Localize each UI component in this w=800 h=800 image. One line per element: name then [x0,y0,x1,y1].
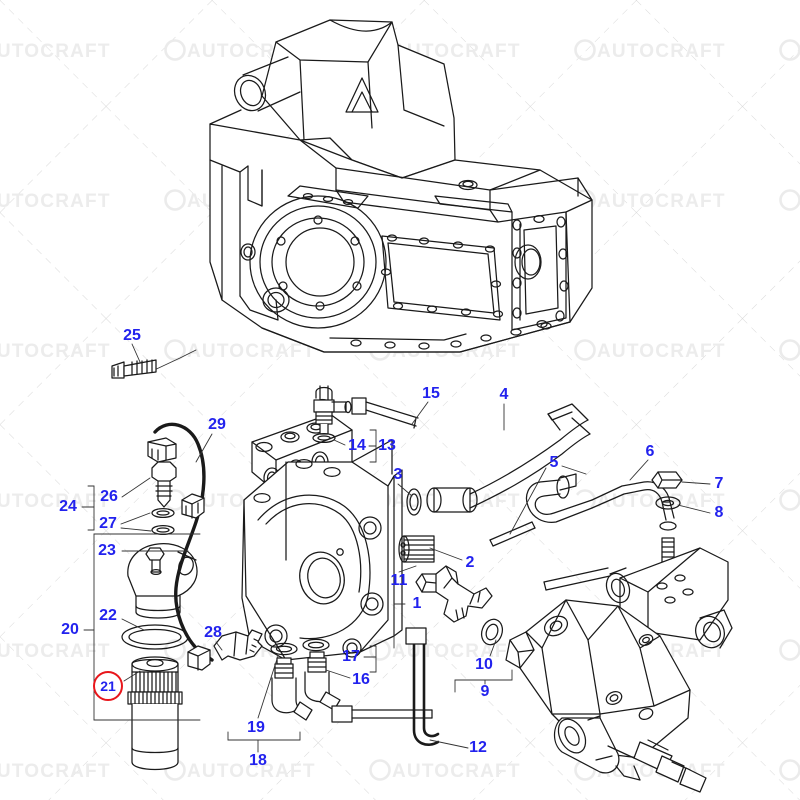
callout-13[interactable]: 13 [378,437,396,454]
callout-29[interactable]: 29 [208,416,226,433]
elbow-fittings [270,638,433,723]
temperature-sender [213,629,263,661]
callout-11[interactable]: 11 [390,572,408,589]
callout-highlighted-21[interactable]: 21 [93,671,123,701]
callout-7[interactable]: 7 [714,475,724,492]
adapter-fitting-stack [398,487,478,593]
callout-6[interactable]: 6 [645,443,655,460]
callout-16[interactable]: 16 [352,671,370,688]
callout-1[interactable]: 1 [412,595,422,612]
callout-28[interactable]: 28 [204,624,222,641]
callout-5[interactable]: 5 [549,454,559,471]
callout-18[interactable]: 18 [249,752,267,769]
callout-17[interactable]: 17 [342,648,360,665]
callout-8[interactable]: 8 [714,504,724,521]
harness-connectors [181,493,211,671]
hydraulic-pump [505,547,733,793]
callout-9[interactable]: 9 [480,683,490,700]
callout-23[interactable]: 23 [98,542,116,559]
gearbox-housing [209,19,593,353]
banjo-bolt-assembly [312,385,419,444]
callout-4[interactable]: 4 [499,386,509,403]
leader-lines [81,343,711,753]
callout-27[interactable]: 27 [99,515,117,532]
valve-block-assembly [241,398,403,661]
suction-tube-long [469,403,591,547]
callout-24[interactable]: 24 [59,498,77,515]
hydraulic-pipe-return [405,627,440,746]
callout-19[interactable]: 19 [247,719,265,736]
callout-20[interactable]: 20 [61,621,79,638]
callout-3[interactable]: 3 [393,466,403,483]
nut-washer-stud [651,471,683,567]
callout-22[interactable]: 22 [99,607,117,624]
callout-12[interactable]: 12 [469,739,487,756]
callout-25[interactable]: 25 [123,327,141,344]
bearing-flange [249,195,387,329]
callout-15[interactable]: 15 [422,385,440,402]
tee-fitting-assembly [435,565,504,646]
callout-14[interactable]: 14 [348,437,366,454]
callout-26[interactable]: 26 [100,488,118,505]
callout-10[interactable]: 10 [475,656,493,673]
callout-2[interactable]: 2 [465,554,475,571]
